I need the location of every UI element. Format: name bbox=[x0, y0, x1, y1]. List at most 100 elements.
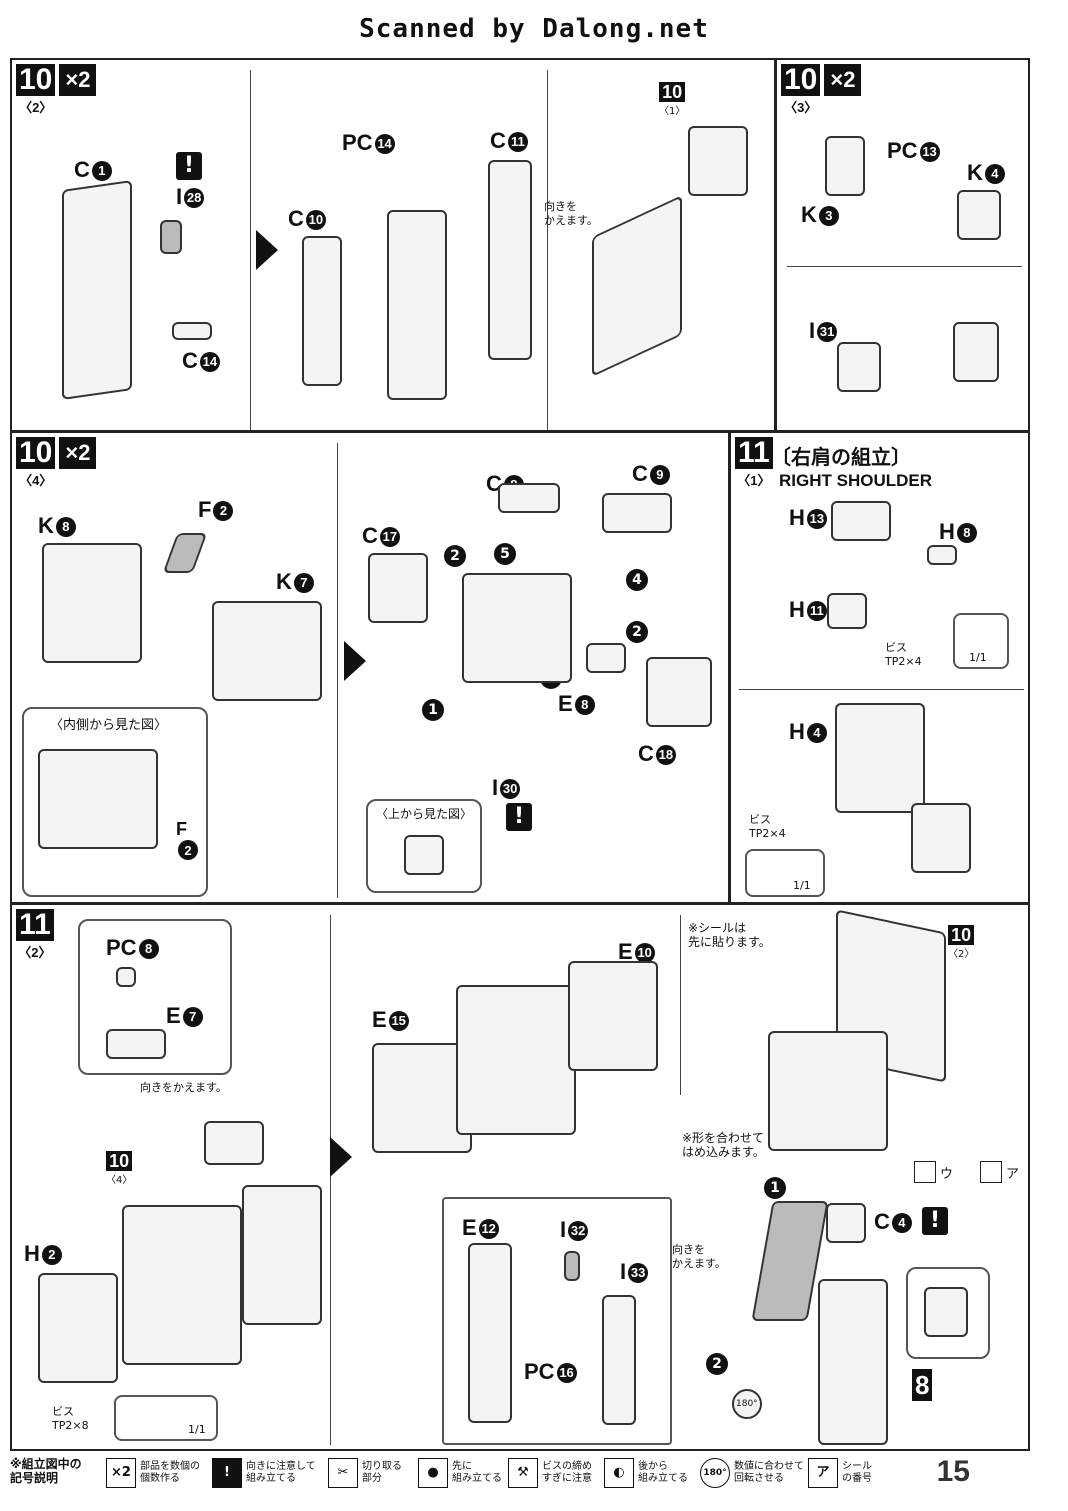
screw-count: 1/1 bbox=[793, 879, 811, 892]
step-sub: 〈3〉 bbox=[784, 100, 818, 115]
caution-icon: ! bbox=[922, 1207, 948, 1235]
part-upper-shape bbox=[688, 126, 748, 196]
seq-1: 1 bbox=[764, 1177, 786, 1199]
step-sub: 〈4〉 bbox=[19, 473, 53, 488]
part-c4-shape bbox=[826, 1203, 866, 1243]
title-en: RIGHT SHOULDER bbox=[779, 471, 932, 490]
assembly-number: 8 bbox=[912, 1369, 933, 1401]
step-sub: 〈1〉 bbox=[737, 473, 771, 488]
later-assembly-icon: ◐ bbox=[604, 1458, 634, 1488]
part-leg-shape bbox=[818, 1279, 888, 1445]
rotate-icon: 180° bbox=[732, 1389, 762, 1419]
note-turn: 向きをかえます。 bbox=[140, 1081, 227, 1094]
seq-2: 2 bbox=[444, 545, 466, 567]
step-marker: 10 〈4〉 ×2 bbox=[16, 437, 97, 489]
legend-item-first: ●先に 組み立てる bbox=[418, 1455, 502, 1491]
part-c8-shape bbox=[498, 483, 560, 513]
legend-item-cut: ✂切り取る 部分 bbox=[328, 1455, 402, 1491]
step-marker: 10 〈2〉 ×2 bbox=[16, 64, 97, 116]
seal-icon: ア bbox=[808, 1458, 838, 1488]
step-number: 10 bbox=[16, 437, 56, 469]
part-c14-shape bbox=[172, 322, 212, 340]
flow-arrow bbox=[330, 1137, 352, 1177]
screw-box: 1/1 bbox=[745, 849, 825, 897]
part-k7-shape bbox=[212, 601, 322, 701]
divider bbox=[787, 266, 1022, 267]
part-c1-shape bbox=[62, 180, 132, 400]
seal-a: ア bbox=[980, 1161, 1019, 1183]
part-armor-shape bbox=[751, 1201, 829, 1321]
note-seal: ※シールは 先に貼ります。 bbox=[688, 921, 771, 949]
step-marker: 11 〈1〉 bbox=[735, 437, 773, 489]
note-turn: 向きを かえます。 bbox=[544, 200, 598, 227]
divider bbox=[250, 70, 251, 430]
part-h2-shape bbox=[38, 1273, 118, 1383]
part-i31-shape bbox=[837, 342, 881, 392]
part-c9-shape bbox=[602, 493, 672, 533]
part-i33-shape bbox=[602, 1295, 636, 1425]
note-fit: ※形を合わせて はめ込みます。 bbox=[682, 1131, 765, 1159]
caution-icon: ! bbox=[212, 1458, 242, 1488]
divider bbox=[739, 689, 1024, 690]
part-i28-shape bbox=[160, 220, 182, 254]
inset-caption: 〈内側から見た図〉 bbox=[50, 718, 168, 733]
step-number: 10 bbox=[781, 64, 821, 96]
part-c18-shape bbox=[646, 657, 712, 727]
screw-box: 1/1 bbox=[953, 613, 1009, 669]
first-assembly-icon: ● bbox=[418, 1458, 448, 1488]
part-e7-shape bbox=[106, 1029, 166, 1059]
part-k3-shape bbox=[825, 136, 865, 196]
part-label-f2-inner: F2 bbox=[176, 819, 206, 862]
part-inner-shape bbox=[38, 749, 158, 849]
multiplier-badge: ×2 bbox=[824, 64, 862, 96]
part-e15-shape bbox=[372, 1043, 472, 1153]
screw-note: ビス TP2×4 bbox=[749, 813, 786, 840]
screw-box: 1/1 bbox=[114, 1395, 218, 1441]
multiplier-badge: ×2 bbox=[59, 64, 97, 96]
part-c17-shape bbox=[368, 553, 428, 623]
part-assembly-shape bbox=[387, 210, 447, 400]
part-body-shape bbox=[462, 573, 572, 683]
step-sub: 〈2〉 bbox=[18, 945, 52, 960]
step-sub: 〈2〉 bbox=[19, 100, 53, 115]
ref-step: 10 〈2〉 bbox=[948, 925, 975, 960]
ref-step: 10 〈1〉 bbox=[659, 82, 686, 117]
part-core-shape bbox=[456, 985, 576, 1135]
part-e8-shape bbox=[586, 643, 626, 673]
part-h8-shape bbox=[927, 545, 957, 565]
seq-4: 4 bbox=[626, 569, 648, 591]
part-top-shape bbox=[404, 835, 444, 875]
part-assembled-shape bbox=[953, 322, 999, 382]
divider bbox=[547, 70, 548, 430]
scissors-icon: ✂ bbox=[328, 1458, 358, 1488]
part-e7-turned bbox=[204, 1121, 264, 1165]
part-h4-assembly-shape bbox=[911, 803, 971, 873]
divider bbox=[680, 915, 681, 1095]
inset-caption: 〈上から見た図〉 bbox=[376, 807, 473, 821]
part-shoulder-shape bbox=[768, 1031, 888, 1151]
